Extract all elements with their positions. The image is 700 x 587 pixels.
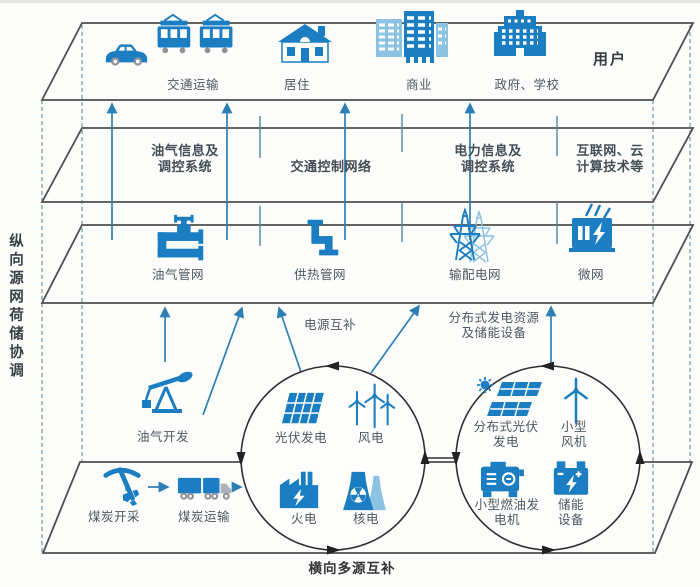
label-oilgas-pipeline-network: 油气管网 [151,268,205,282]
label-heating-pipeline-network: 供热管网 [293,268,347,282]
layer-network-outline [40,224,695,304]
nuclear-plant-icon [338,470,390,512]
label-users: 用户 [592,51,628,68]
pumpjack-icon [138,366,196,416]
wind-turbines-icon [344,380,396,430]
heat-pipe-icon [294,216,348,264]
label-nuclear-power: 核电 [352,512,380,526]
government-building-icon [492,8,548,60]
central-generation-circle [240,365,426,551]
solar-panel-icon [276,390,326,428]
arrow-plants-to-heatnet-2 [276,306,302,373]
label-wind-power: 风电 [357,431,385,445]
label-internet-cloud: 互联网、云 计算技术等 [576,143,644,174]
label-distributed-resources: 分布式发电资源 及储能设备 [448,311,540,341]
circle-arrowheads [236,361,645,555]
house-icon [274,22,336,64]
battery-storage-icon [551,458,591,499]
label-power-info-system: 电力信息及 调控系统 [454,143,522,174]
label-transportation: 交通运输 [166,78,220,92]
label-oilgas-info-system: 油气信息及 调控系统 [151,143,219,174]
label-transmission-grid: 输配电网 [448,268,502,282]
label-horizontal-axis: 横向多源互补 [308,561,396,576]
small-wind-turbine-icon [556,376,596,424]
transmission-tower-icon [444,206,510,268]
thermal-plant-icon [274,466,324,512]
label-commercial: 商业 [405,78,433,92]
layer-info-outline [40,127,695,203]
transformer-icon [564,202,622,264]
pipeline-valve-icon [148,214,210,266]
label-distributed-pv: 分布式光伏 发电 [473,420,539,450]
label-coal-mining: 煤炭开采 [87,510,141,524]
layer-users-outline [40,22,695,101]
label-traffic-control-network: 交通控制网络 [290,159,372,174]
label-government-school: 政府、学校 [494,78,560,92]
distributed-pv-icon [476,376,546,424]
flow-arrows [106,102,557,493]
car-icon [103,38,150,68]
label-vertical-axis: 纵向源网荷储协调 [7,233,23,381]
label-thermal-power: 火电 [290,512,318,526]
tram-icon [152,12,238,60]
label-power-complement: 电源互补 [303,318,357,332]
layer-source-outline [41,461,694,554]
label-small-fuel-generator: 小型燃油发 电机 [474,498,540,528]
top-border [0,0,700,3]
dashed-guides [41,25,691,553]
label-residential: 居住 [283,78,311,92]
label-oilgas-development: 油气开发 [136,430,190,444]
label-energy-storage: 储能 设备 [557,498,585,528]
pickaxe-coal-icon [100,464,144,506]
arrow-plants-to-heatnet-1 [202,306,244,416]
coal-truck-icon [176,472,234,505]
label-pv-generation: 光伏发电 [274,431,328,445]
diesel-generator-icon [476,458,526,500]
label-coal-transport: 煤炭运输 [177,510,231,524]
label-microgrid: 微网 [577,268,605,282]
commercial-buildings-icon [372,9,452,63]
arrow-plants-to-grid [370,304,420,374]
section-dividers [259,114,558,246]
label-small-wind-turbine: 小型 风机 [560,420,588,450]
